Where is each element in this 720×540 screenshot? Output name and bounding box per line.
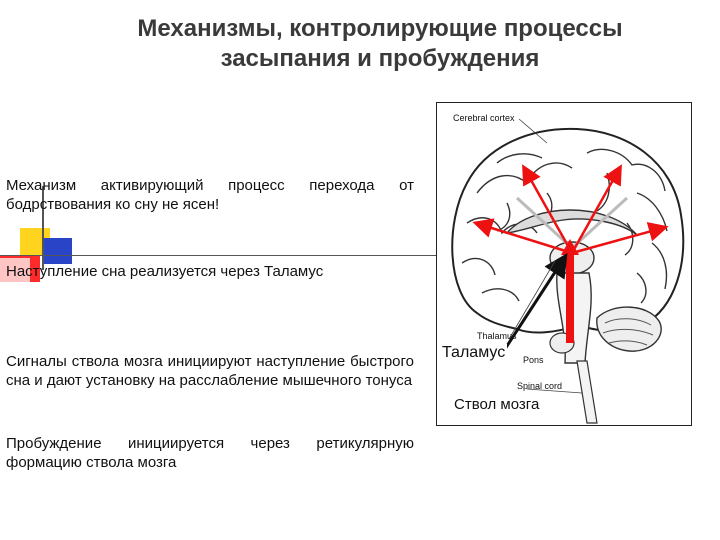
blue-square (44, 238, 72, 264)
paragraph-thalamus: Наступление сна реализуется через Таламу… (6, 263, 324, 280)
black-arrow (503, 252, 568, 350)
label-pons: Pons (523, 355, 544, 365)
gray-arrows (515, 196, 629, 250)
red-arrow-upleft (522, 164, 574, 254)
label-thalamus-en: Thalamus (477, 331, 517, 341)
decorative-horizontal-line (0, 255, 440, 256)
paragraph-brainstem: Сигналы ствола мозга инициируют наступле… (6, 353, 414, 389)
red-arrow-left (472, 218, 573, 255)
title-line-1: Механизмы, контролирующие процессы (137, 15, 623, 42)
red-arrow-upright (570, 164, 622, 254)
pink-square (0, 258, 30, 282)
slide-title: Механизмы, контролирующие процессы засып… (40, 14, 720, 74)
brain-figure: Cerebral cortex Thalamus Pons Spinal cor… (436, 102, 692, 426)
red-arrow-right (571, 222, 669, 255)
label-cerebral-cortex: Cerebral cortex (453, 113, 515, 123)
pointer-lines (508, 118, 583, 394)
decorative-vertical-line (42, 186, 44, 270)
red-vertical-arrowhead (561, 239, 579, 255)
brain-diagram (451, 118, 685, 424)
corpus-callosum (505, 209, 638, 236)
decorative-squares (0, 228, 720, 288)
brain-outline (451, 127, 685, 334)
spinal-cord-shape (576, 360, 598, 424)
label-thalamus: Таламус (440, 344, 508, 362)
red-vertical-bar (566, 253, 574, 343)
label-spinal-cord: Spinal cord (517, 381, 563, 391)
title-line-2: засыпания и пробуждения (220, 45, 540, 72)
paragraph-awakening: Пробуждение инициируется через ретикуляр… (6, 435, 414, 471)
label-brainstem: Ствол мозга (452, 396, 542, 413)
paragraph-mechanism: Механизм активирующий процесс перехода о… (6, 177, 414, 213)
red-arrows (472, 164, 669, 255)
cerebellum-folds (602, 318, 654, 346)
brain-gyri (461, 148, 668, 304)
